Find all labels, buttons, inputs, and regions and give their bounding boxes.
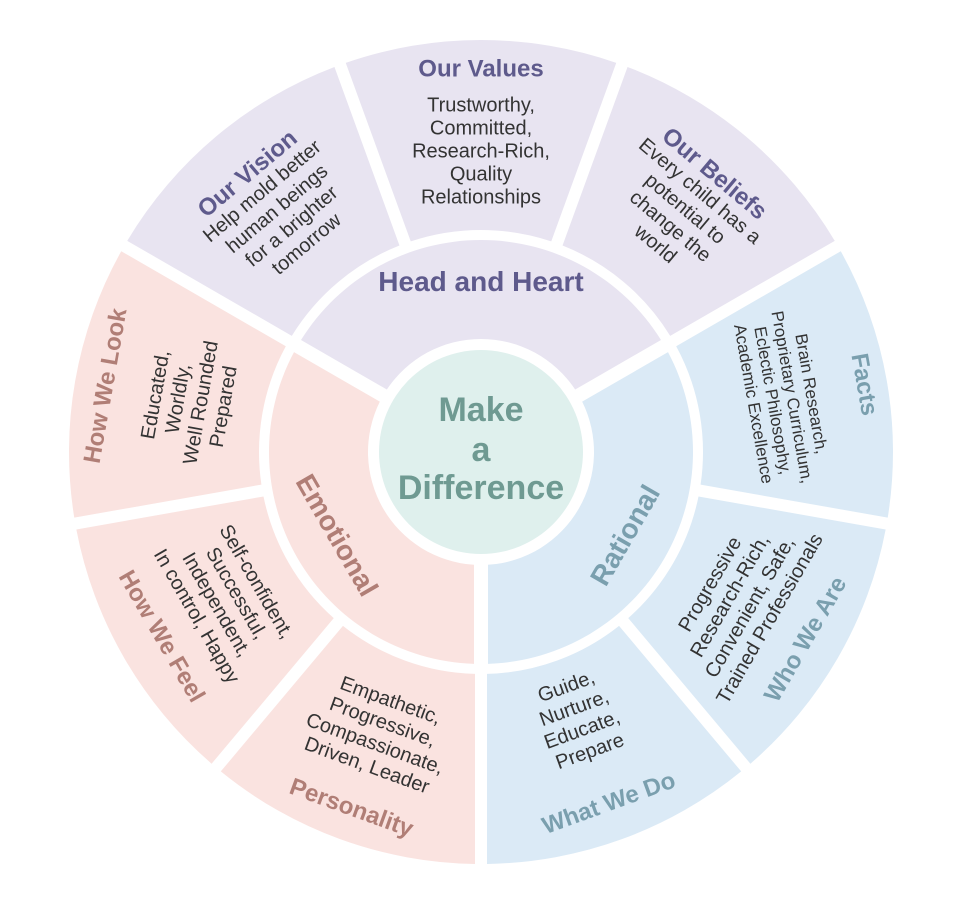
segment-line-values-2: Committed,: [430, 117, 532, 139]
rational-inner-segment: [487, 352, 693, 664]
segment-line-values-1: Trustworthy,: [427, 94, 535, 116]
segment-facts: [676, 251, 893, 518]
segment-title-values: Our Values: [418, 55, 543, 82]
segment-look: [69, 251, 286, 518]
segment-line-values-3: Research-Rich,: [412, 140, 550, 162]
center-line-2: a: [472, 431, 492, 469]
segment-values: [345, 40, 617, 242]
segment-feel: [76, 496, 334, 764]
center-line-3: Difference: [398, 469, 564, 507]
segment-vision: [127, 66, 400, 336]
segment-line-values-4: Quality: [450, 163, 512, 185]
segment-personality: [220, 625, 476, 864]
segment-line-values-5: Relationships: [421, 186, 541, 208]
emotional-inner-segment: [268, 352, 475, 664]
center-line-1: Make: [438, 391, 523, 429]
head-group-label: Head and Heart: [378, 266, 583, 297]
center-circle: [379, 350, 583, 554]
segment-who: [628, 496, 886, 764]
head-inner-segment: [301, 240, 661, 390]
segment-fills: [69, 40, 893, 864]
segment-beliefs: [562, 66, 835, 336]
segment-what: [486, 625, 742, 864]
center-hub: Make a Difference: [379, 350, 583, 554]
